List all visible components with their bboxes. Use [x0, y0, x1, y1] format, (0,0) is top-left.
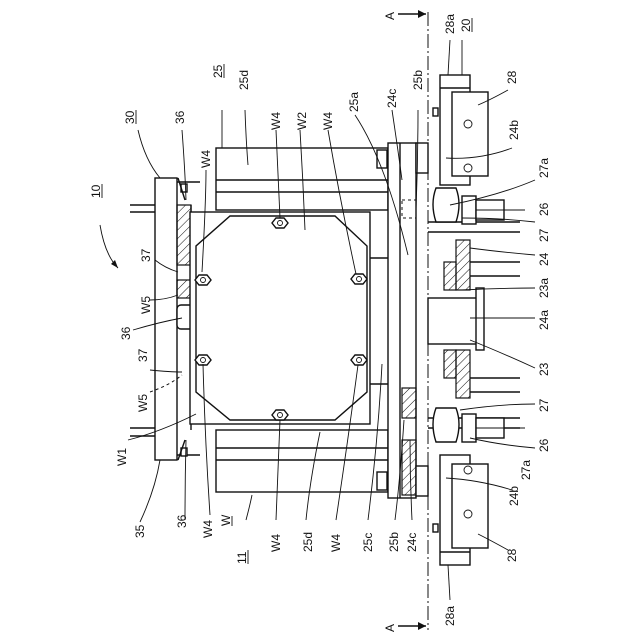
label-w4-d: W4 — [329, 534, 343, 552]
bolt-w4-top — [272, 218, 288, 228]
bolt-w4-right-upper — [351, 274, 367, 284]
label-w4-c: W4 — [269, 534, 283, 552]
label-a-bottom: A — [383, 624, 397, 632]
label-25b-bottom: 25b — [387, 532, 401, 552]
label-25a: 25a — [347, 92, 361, 112]
label-28-top: 28 — [505, 70, 519, 84]
label-23a: 23a — [537, 278, 551, 298]
label-27-bottom: 27 — [537, 398, 551, 412]
label-25: 25 — [211, 64, 225, 78]
label-28-bottom: 28 — [505, 548, 519, 562]
label-w5-bottom: W5 — [136, 394, 150, 412]
label-36-mid: 36 — [119, 326, 133, 340]
label-36-bottom: 36 — [175, 514, 189, 528]
label-w: W — [219, 514, 233, 526]
label-w4-a: W4 — [199, 150, 213, 168]
label-10: 10 — [89, 184, 103, 198]
bolt-w4-left-lower — [195, 355, 211, 365]
label-11: 11 — [235, 551, 249, 564]
label-a-top: A — [383, 12, 397, 20]
label-w1: W1 — [115, 448, 129, 466]
label-w4-b: W4 — [201, 520, 215, 538]
label-24c-top: 24c — [385, 89, 399, 108]
plate-24 — [388, 143, 428, 498]
label-w2: W2 — [295, 112, 309, 130]
label-26-top: 26 — [537, 202, 551, 216]
label-w4-e: W4 — [269, 112, 283, 130]
label-28a-top: 28a — [443, 14, 457, 34]
label-36-top: 36 — [173, 110, 187, 124]
label-35: 35 — [133, 524, 147, 538]
label-26-bottom: 26 — [537, 438, 551, 452]
workpiece-w — [190, 212, 400, 424]
label-24b-top: 24b — [507, 120, 521, 140]
label-24: 24 — [537, 252, 551, 266]
label-23: 23 — [537, 362, 551, 376]
block-28-top — [433, 75, 488, 185]
bolt-w4-bottom — [272, 410, 288, 420]
label-37-top: 37 — [139, 248, 153, 262]
block-28-bottom — [433, 455, 488, 565]
label-30: 30 — [123, 110, 137, 124]
label-25b-top: 25b — [411, 70, 425, 90]
label-27a-bottom: 27a — [519, 460, 533, 480]
center-post-23 — [428, 222, 520, 428]
label-24c-bottom: 24c — [405, 533, 419, 552]
label-25d-top: 25d — [237, 70, 251, 90]
label-25c: 25c — [361, 533, 375, 552]
label-27-top: 27 — [537, 228, 551, 242]
bolt-w4-right-lower — [351, 355, 367, 365]
label-20: 20 — [459, 18, 473, 32]
roller-27-bottom — [433, 408, 504, 442]
label-24a: 24a — [537, 310, 551, 330]
label-w4-f: W4 — [321, 112, 335, 130]
label-w5-top: W5 — [139, 296, 153, 314]
label-25d-bottom: 25d — [301, 532, 315, 552]
label-27a-top: 27a — [537, 158, 551, 178]
label-37-bottom: 37 — [136, 348, 150, 362]
label-24b-bottom: 24b — [507, 486, 521, 506]
bolt-w4-left-upper — [195, 275, 211, 285]
label-28a-bottom: 28a — [443, 606, 457, 626]
